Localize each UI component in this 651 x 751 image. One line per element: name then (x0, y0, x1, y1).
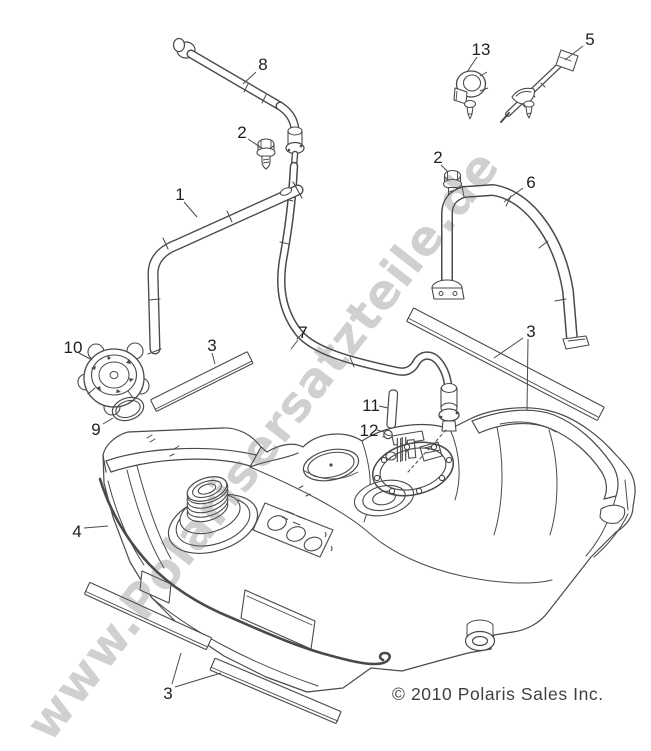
tank-warning-label (252, 502, 334, 558)
callout-9: 9 (91, 420, 100, 439)
callout-7: 7 (298, 323, 307, 342)
callout-3-bottom: 3 (163, 684, 172, 703)
callout-2-left: 2 (237, 123, 246, 142)
callout-3-right: 3 (526, 322, 535, 341)
part-2-bolt-left (256, 138, 276, 170)
callout-10: 10 (64, 338, 83, 357)
callout-13: 13 (472, 40, 491, 59)
part-1-strap (147, 181, 304, 355)
callout-6: 6 (526, 173, 535, 192)
part-5-cable-tie (500, 49, 579, 123)
part-10-fuel-cap (77, 342, 150, 416)
callout-1: 1 (175, 185, 184, 204)
callout-4: 4 (72, 522, 81, 541)
part-11-tube (386, 389, 399, 429)
access-disc (302, 448, 360, 482)
callout-2-right: 2 (433, 148, 442, 167)
part-3-strip-right (406, 307, 605, 421)
copyright-text: © 2010 Polaris Sales Inc. (392, 684, 604, 704)
part-13-clamp (453, 70, 489, 120)
filler-neck (167, 476, 259, 554)
part-3-strip-bottom-left (84, 582, 212, 650)
callout-5: 5 (585, 30, 594, 49)
fuel-tank-body (98, 407, 636, 693)
part-3-strip-mid-left (150, 351, 254, 412)
part-6-strap (431, 184, 590, 350)
part-8-fuel-hose (172, 37, 305, 170)
leader-lines (78, 45, 584, 688)
callout-12: 12 (360, 421, 379, 440)
callout-3-mid: 3 (207, 336, 216, 355)
callout-11: 11 (362, 396, 380, 415)
callout-8: 8 (258, 55, 267, 74)
part-9-oring (111, 396, 145, 422)
part-12-grommet (383, 429, 393, 440)
part-3-strip-bottom-right (209, 657, 342, 724)
part-7-vent-hose (277, 161, 460, 473)
fuel-pump-assembly (353, 430, 455, 517)
